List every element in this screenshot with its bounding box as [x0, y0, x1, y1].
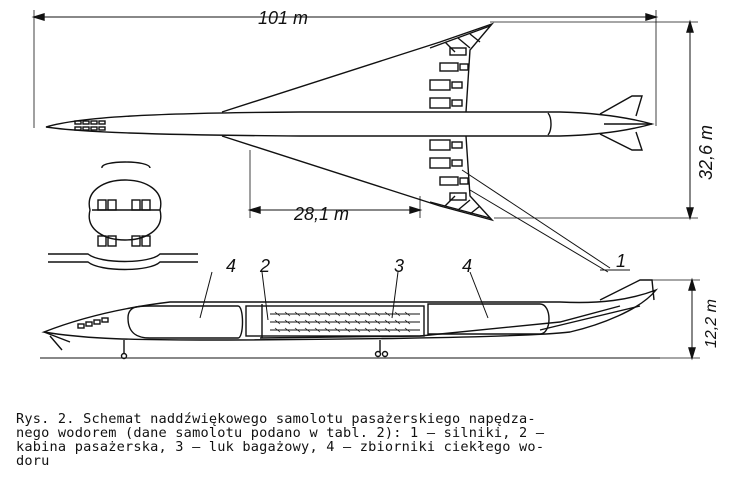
plan-view — [45, 22, 655, 222]
dimension-span — [490, 19, 698, 221]
fuselage-cross-section — [48, 161, 198, 271]
height-label: 12,2 m — [703, 299, 720, 348]
aircraft-schematic: 101 m 28,1 m 32,6 m 12,2 m 1 2 3 4 4 — [31, 8, 720, 361]
span-label: 32,6 m — [696, 125, 716, 180]
caption-line: kabina pasażerska, 3 — luk bagażowy, 4 —… — [16, 439, 545, 455]
callout-engines: 1 — [616, 251, 626, 271]
dimension-length — [31, 10, 659, 128]
length-label: 101 m — [258, 8, 308, 28]
side-view-leaders — [199, 271, 489, 321]
caption-line: Rys. 2. Schemat naddźwiękowego samolotu … — [16, 411, 536, 427]
callout-tank-front: 4 — [226, 256, 236, 276]
callout-cargo: 3 — [394, 256, 404, 276]
dimension-wing-root — [247, 150, 423, 218]
callout-tank-rear: 4 — [462, 256, 472, 276]
figure-caption: Rys. 2. Schemat naddźwiękowego samolotu … — [16, 412, 721, 468]
callout-cabin: 2 — [259, 256, 270, 276]
caption-line: doru — [16, 453, 50, 469]
schematic-drawing: 101 m 28,1 m 32,6 m 12,2 m 1 2 3 4 4 — [31, 8, 720, 361]
wing-root-label: 28,1 m — [293, 204, 349, 224]
caption-line: nego wodorem (dane samolotu podano w tab… — [16, 425, 545, 441]
dimension-height — [652, 277, 700, 361]
side-view — [40, 279, 660, 360]
engine-leaders — [461, 169, 630, 273]
